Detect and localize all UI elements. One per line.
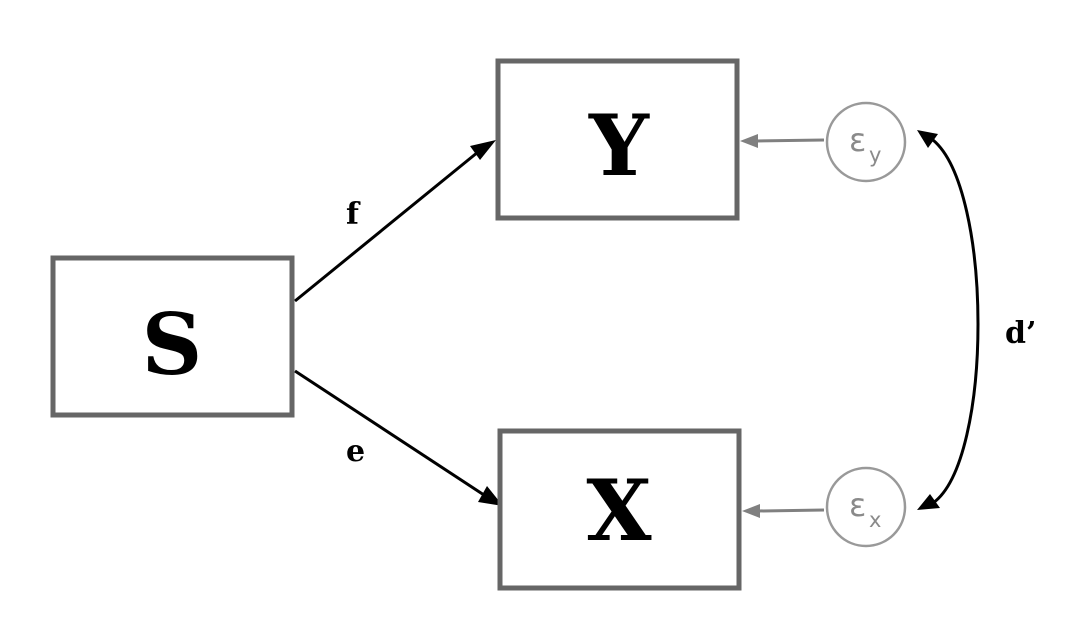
node-s-box	[50, 255, 295, 418]
error-y-subscript: y	[869, 143, 881, 167]
arrowhead-s-to-x	[478, 486, 503, 506]
path-s-to-y-arrow	[294, 150, 479, 303]
error-y-circle	[825, 101, 907, 183]
node-s-label: S	[142, 295, 203, 394]
node-y-label: Y	[588, 96, 650, 195]
error-y-arrow	[755, 138, 825, 143]
error-y: ε y	[825, 101, 907, 183]
error-x-symbol: ε	[849, 486, 866, 524]
node-x-label: X	[586, 461, 652, 560]
path-label-d-prime: d’	[1005, 316, 1036, 351]
error-x: ε x	[825, 466, 907, 548]
path-label-f: f	[346, 197, 361, 232]
arrowhead-error-y	[740, 134, 758, 148]
node-x-box	[497, 428, 742, 591]
error-y-symbol: ε	[849, 121, 866, 159]
arrowhead-covariance-top	[917, 130, 938, 148]
error-covariance-curve	[932, 138, 980, 505]
path-label-e: e	[346, 434, 365, 469]
error-x-circle	[825, 466, 907, 548]
node-s: S	[50, 255, 295, 418]
arrowhead-error-x	[742, 504, 760, 518]
node-x: X	[497, 428, 742, 591]
path-s-to-x-arrow	[294, 369, 485, 497]
error-x-subscript: x	[869, 508, 881, 532]
node-y-box	[495, 58, 740, 221]
node-y: Y	[495, 58, 740, 221]
error-x-arrow	[757, 508, 825, 513]
arrowhead-covariance-bottom	[917, 494, 940, 510]
arrowhead-s-to-y	[470, 140, 496, 160]
